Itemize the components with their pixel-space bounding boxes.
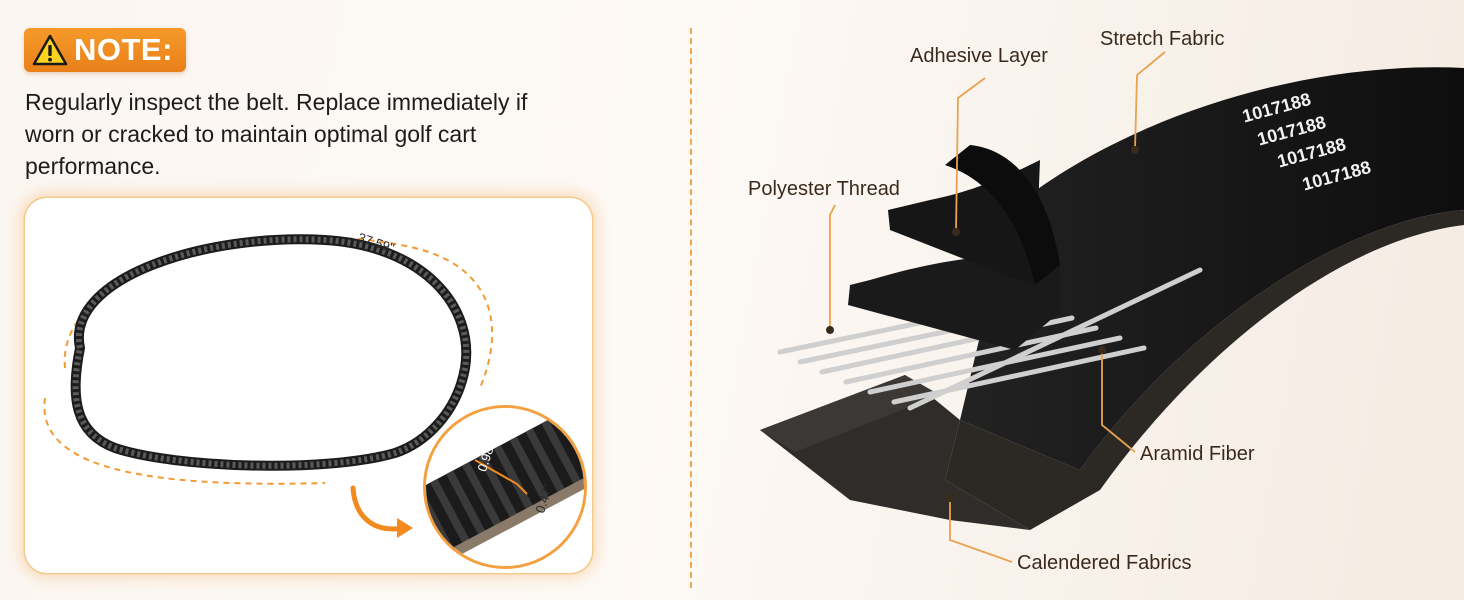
note-text: Regularly inspect the belt. Replace imme… — [25, 89, 528, 179]
callout-stretch: Stretch Fabric — [1100, 28, 1225, 50]
belt-body — [960, 67, 1464, 470]
note-label: NOTE: — [74, 32, 173, 67]
callout-adhesive: Adhesive Layer — [910, 45, 1048, 67]
polyester-layer — [848, 255, 1060, 350]
callout-calendered: Calendered Fabrics — [1017, 552, 1192, 574]
belt-teeth-side — [945, 210, 1464, 530]
belt-zoom — [426, 408, 584, 566]
belt-loop — [70, 234, 472, 471]
callout-aramid: Aramid Fiber — [1140, 443, 1255, 465]
length-guide — [63, 236, 494, 389]
callout-polyester: Polyester Thread — [748, 178, 900, 200]
belt-card: 37.59" — [25, 198, 592, 573]
arrow-icon — [350, 485, 413, 538]
aramid-cords — [777, 267, 1203, 411]
belt-teeth — [72, 236, 470, 469]
section-divider — [690, 28, 692, 588]
belt-layer-diagram: 1017188 1017188 1017188 1017188 — [760, 51, 1464, 563]
warning-icon — [32, 34, 68, 66]
note-badge: NOTE: — [24, 28, 186, 72]
length-guide-bottom — [43, 397, 326, 485]
